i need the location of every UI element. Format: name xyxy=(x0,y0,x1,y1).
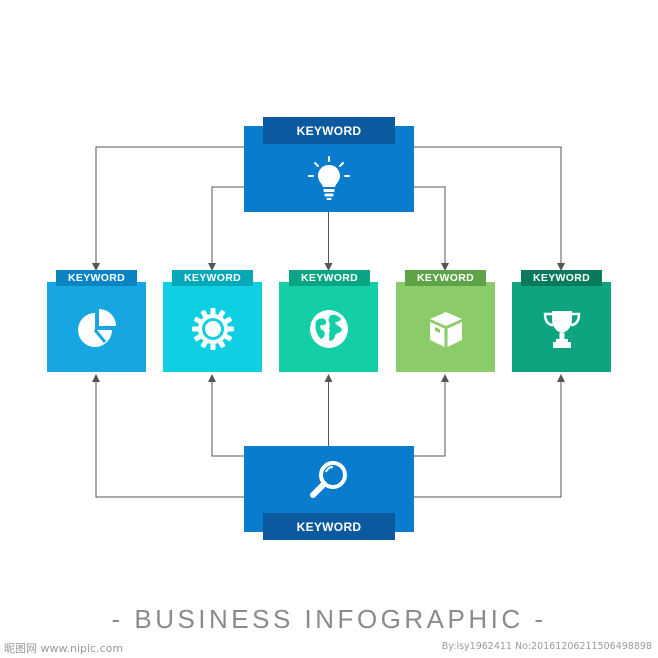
item-tag-1: KEYWORD xyxy=(56,270,137,286)
globe-icon xyxy=(307,307,351,351)
item-box-5 xyxy=(512,282,611,372)
item-tag-2: KEYWORD xyxy=(172,270,253,286)
item-box-2 xyxy=(163,282,262,372)
item-label-4: KEYWORD xyxy=(417,272,474,284)
item-label-3: KEYWORD xyxy=(301,272,358,284)
top-keyword-tag: KEYWORD xyxy=(263,117,395,144)
infographic-title: - BUSINESS INFOGRAPHIC - xyxy=(111,604,547,634)
connector-bottom-to-item-5 xyxy=(414,374,565,498)
trophy-icon xyxy=(540,307,584,351)
gear-icon xyxy=(191,307,235,351)
connector-bottom-to-item-4 xyxy=(414,374,449,457)
item-label-2: KEYWORD xyxy=(184,272,241,284)
item-label-5: KEYWORD xyxy=(533,272,590,284)
item-box-1 xyxy=(47,282,146,372)
connector-bottom-to-item-2 xyxy=(208,374,244,457)
top-keyword-label: KEYWORD xyxy=(296,123,362,138)
connector-top-to-item-5 xyxy=(414,146,565,271)
connector-top-to-item-1 xyxy=(92,146,244,271)
bottom-keyword-tag: KEYWORD xyxy=(263,513,395,540)
item-label-1: KEYWORD xyxy=(68,272,125,284)
magnifier-icon xyxy=(307,458,351,502)
pie-chart-icon xyxy=(75,307,119,351)
bottom-keyword-label: KEYWORD xyxy=(296,519,362,534)
item-tag-5: KEYWORD xyxy=(521,270,602,286)
watermark-left: 昵图网 www.nipic.com xyxy=(4,642,124,655)
item-box-4 xyxy=(396,282,495,372)
item-box-3 xyxy=(279,282,378,372)
lightbulb-icon xyxy=(305,154,353,202)
watermark-right: By:lsy1962411 No:20161206211506498898 xyxy=(441,641,652,652)
item-tag-3: KEYWORD xyxy=(289,270,370,286)
item-tag-4: KEYWORD xyxy=(405,270,486,286)
box-icon xyxy=(424,307,468,351)
connector-top-to-item-4 xyxy=(414,186,449,271)
connector-top-to-item-2 xyxy=(208,186,244,271)
connector-bottom-to-item-1 xyxy=(92,374,244,498)
